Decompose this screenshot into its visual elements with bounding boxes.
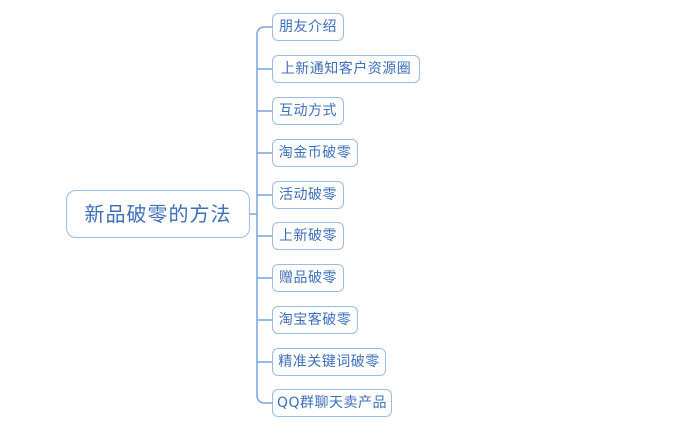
branch-node[interactable]: 淘宝客破零 <box>272 306 358 334</box>
root-node-label: 新品破零的方法 <box>84 202 232 226</box>
root-node[interactable]: 新品破零的方法 <box>66 190 250 238</box>
branch-node-label: 朋友介绍 <box>279 19 337 35</box>
branch-node[interactable]: 淘金币破零 <box>272 139 358 167</box>
branch-node-label: QQ群聊天卖产品 <box>276 395 388 411</box>
branch-node[interactable]: 精准关键词破零 <box>272 348 386 376</box>
branch-node-label: 上新破零 <box>279 228 337 244</box>
branch-node[interactable]: 上新破零 <box>272 222 344 250</box>
branch-node-label: 互动方式 <box>279 103 337 119</box>
branch-node-label: 上新通知客户资源圈 <box>280 61 412 77</box>
branch-node[interactable]: 互动方式 <box>272 97 344 125</box>
branch-node[interactable]: 活动破零 <box>272 181 344 209</box>
branch-node-label: 淘宝客破零 <box>278 312 352 328</box>
branch-node[interactable]: 上新通知客户资源圈 <box>272 55 420 83</box>
branch-node[interactable]: 朋友介绍 <box>272 13 344 41</box>
branch-node-label: 精准关键词破零 <box>278 354 380 370</box>
branch-node[interactable]: 赠品破零 <box>272 264 344 292</box>
branch-node-label: 赠品破零 <box>279 270 337 286</box>
branch-node-label: 活动破零 <box>279 187 337 203</box>
branch-node[interactable]: QQ群聊天卖产品 <box>272 389 392 417</box>
branch-connector <box>256 394 273 404</box>
branch-node-label: 淘金币破零 <box>278 145 352 161</box>
branch-connector <box>256 26 273 36</box>
